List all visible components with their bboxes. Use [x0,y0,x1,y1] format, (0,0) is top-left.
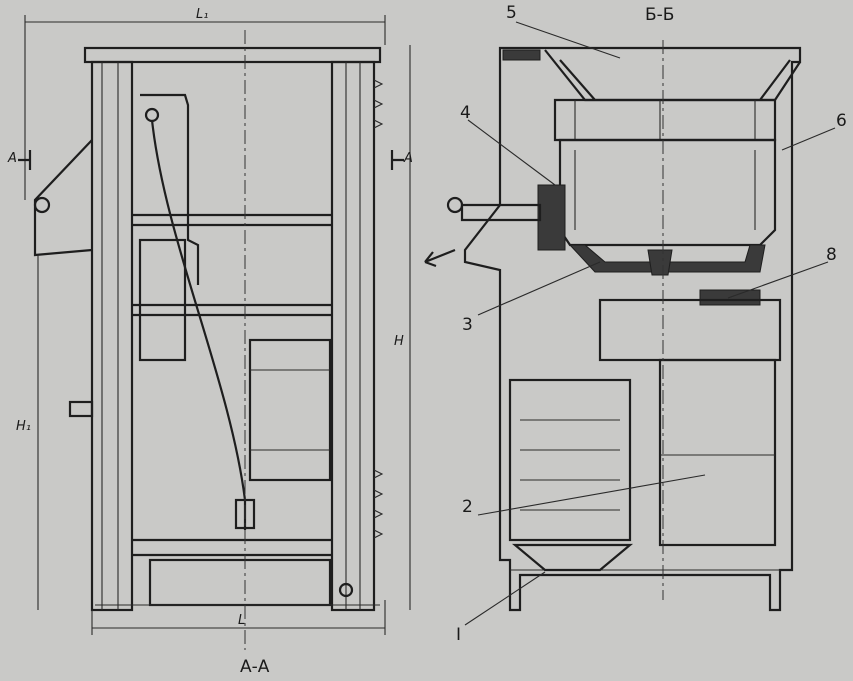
callout-6: 6 [836,111,847,131]
left-post [90,60,134,612]
bowl-section [568,244,766,273]
cut-label-left: А [7,151,17,166]
side-panel [33,139,93,257]
dimension-h1: H₁ [16,255,39,610]
view-a-a: L₁ [7,7,456,677]
cut-marker-right [390,150,404,170]
callout-3: 3 [462,315,473,335]
dim-l1-label: L₁ [196,7,208,22]
callout-5: 5 [506,3,517,23]
section-label-b-b: Б-Б [645,5,674,25]
side-section [537,184,566,251]
upper-chamber [553,98,777,142]
motor-top [598,298,782,362]
cut-marker-left [18,150,32,170]
callout-4: 4 [460,103,471,123]
dim-h1-label: H₁ [16,419,31,434]
internal-block [138,238,187,362]
side-valve [33,196,51,214]
cut-label-right: А [403,151,413,166]
tap-spout [460,203,542,222]
motor-body-right [658,358,777,547]
drain-tray [511,543,634,572]
dim-l-label: L [238,613,245,628]
dim-h-label: H [394,334,404,349]
callout-2: 2 [462,497,473,517]
top-ring-section [502,49,541,61]
tap-handle [446,196,464,214]
filter-container [508,378,632,542]
view-arrow [424,248,456,268]
dimension-h: H [394,45,411,610]
view-b-b: Б-Б 5 [446,3,847,645]
callout-1: I [456,625,461,645]
right-post [330,60,376,612]
callouts: 5 4 6 8 3 2 I [456,3,847,645]
top-cover [83,46,382,64]
dimension-l1: L₁ [24,7,386,200]
motor-body [248,338,332,482]
callout-8: 8 [826,245,837,265]
section-label-a-a: А-А [240,657,270,677]
dimension-l: L [91,600,386,635]
hub-section [647,249,673,276]
housing [463,46,802,612]
hopper [544,49,801,102]
drum [558,138,777,247]
hose [150,119,247,530]
pipe [140,93,200,285]
